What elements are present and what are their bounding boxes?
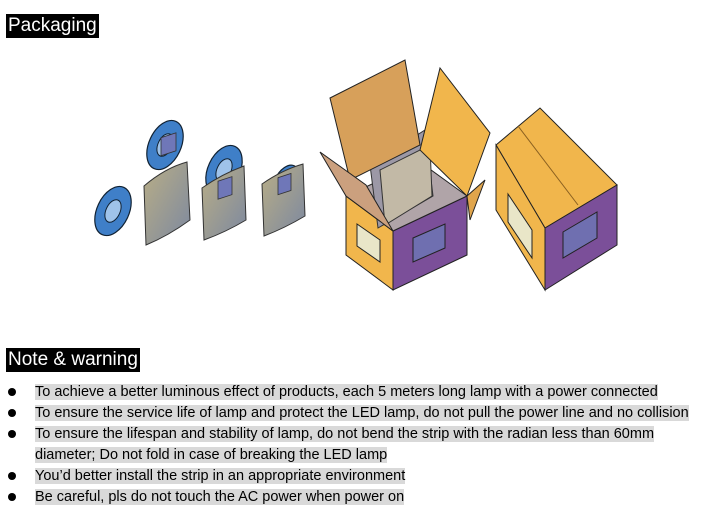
bullet-icon (8, 409, 16, 417)
bullet-icon (8, 388, 16, 396)
closed-box-icon (495, 107, 618, 292)
warning-text-continued: diameter; Do not fold in case of breakin… (35, 447, 388, 463)
list-item: To achieve a better luminous effect of p… (0, 382, 689, 403)
packaging-heading: Packaging (6, 14, 99, 38)
reel-icon (94, 185, 132, 237)
list-item: To ensure the lifespan and stability of … (0, 424, 689, 466)
note-warning-heading: Note & warning (6, 348, 140, 372)
packaging-illustration (94, 59, 618, 292)
warning-text: You’d better install the strip in an app… (35, 468, 406, 484)
warning-list: To achieve a better luminous effect of p… (0, 382, 689, 508)
warning-text: Be careful, pls do not touch the AC powe… (35, 489, 405, 505)
bag-icon (261, 163, 306, 237)
bag-icon (201, 165, 247, 241)
warning-text: To achieve a better luminous effect of p… (35, 384, 658, 400)
bullet-icon (8, 472, 16, 480)
list-item: Be careful, pls do not touch the AC powe… (0, 487, 689, 508)
bag-icon (143, 132, 191, 246)
bullet-icon (8, 493, 16, 501)
list-item: You’d better install the strip in an app… (0, 466, 689, 487)
warning-text: To ensure the service life of lamp and p… (35, 405, 689, 421)
warning-text: To ensure the lifespan and stability of … (35, 426, 655, 442)
list-item: To ensure the service life of lamp and p… (0, 403, 689, 424)
open-box-icon (319, 59, 491, 291)
bullet-icon (8, 430, 16, 438)
